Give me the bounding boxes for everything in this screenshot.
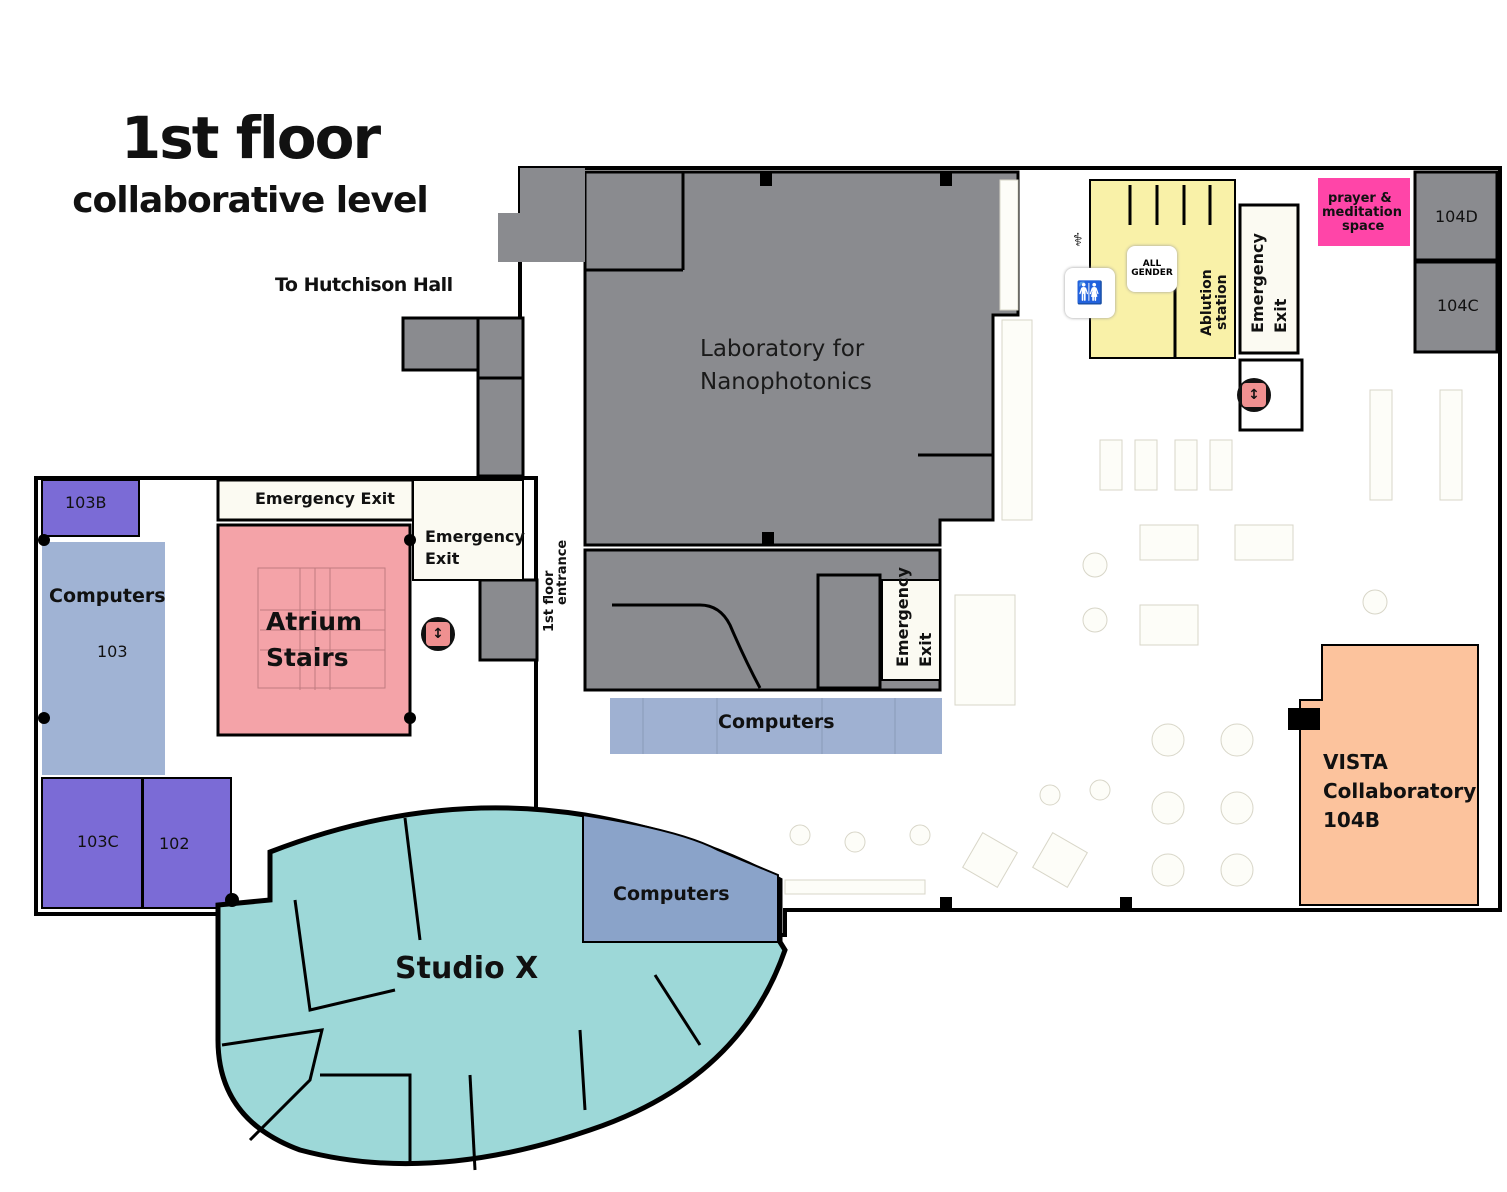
restroom-icon: 🚻 bbox=[1065, 268, 1115, 318]
emergency-exit-stair-left-l1: Emergency bbox=[425, 527, 525, 546]
room-103: 103 bbox=[97, 642, 128, 661]
prayer-room bbox=[1318, 178, 1410, 246]
studio-x-label: Studio X bbox=[395, 951, 539, 986]
first-floor-entrance-l2: entrance bbox=[555, 539, 570, 605]
prayer-l2: meditation bbox=[1322, 205, 1402, 220]
prayer-l1: prayer & bbox=[1328, 191, 1392, 206]
emergency-exit-stair-left-l2: Exit bbox=[425, 549, 460, 568]
lab-name-line1: Laboratory for bbox=[700, 336, 865, 362]
vista-l3: 104B bbox=[1323, 808, 1380, 832]
studio-computers bbox=[582, 813, 779, 943]
all-gender-l1: ALL bbox=[1142, 259, 1162, 269]
room-103-name: Computers bbox=[49, 585, 166, 607]
computers-studio-label: Computers bbox=[613, 883, 730, 905]
emergency-exit-mid-l1: Emergency bbox=[893, 567, 912, 667]
atrium-stairs-l2: Stairs bbox=[266, 643, 349, 672]
computers-center-label: Computers bbox=[718, 711, 835, 733]
room-103b: 103B bbox=[65, 493, 107, 512]
ablution-l2: station bbox=[1214, 274, 1230, 330]
to-hutchison-hall-label[interactable]: To Hutchison Hall bbox=[275, 274, 453, 296]
page-title: 1st floor bbox=[120, 104, 381, 172]
all-gender-l2: GENDER bbox=[1131, 268, 1173, 278]
prayer-l3: space bbox=[1342, 219, 1385, 234]
ablution-l1: Ablution bbox=[1199, 269, 1215, 336]
room-102: 102 bbox=[159, 834, 190, 853]
stairwell-mid bbox=[881, 579, 941, 681]
room-104c: 104C bbox=[1437, 296, 1479, 315]
vista-l2: Collaboratory bbox=[1323, 779, 1477, 803]
emergency-exit-corridor-label: Emergency Exit bbox=[255, 489, 395, 508]
atrium-stairs-l1: Atrium bbox=[266, 607, 363, 636]
page-subtitle: collaborative level bbox=[72, 180, 429, 221]
elevator-icon: ↕ bbox=[421, 617, 455, 651]
vista-l1: VISTA bbox=[1323, 750, 1388, 774]
room-104d: 104D bbox=[1435, 207, 1478, 226]
elevator-icon: ↕ bbox=[1237, 378, 1271, 412]
all-gender-toilet-icon: ALL GENDER bbox=[1127, 246, 1177, 292]
emergency-exit-right-l1: Emergency bbox=[1248, 233, 1267, 333]
emergency-exit-mid-l2: Exit bbox=[916, 632, 935, 667]
room-103c: 103C bbox=[77, 832, 119, 851]
vista-collaboratory bbox=[1299, 644, 1479, 906]
emergency-exit-right-l2: Exit bbox=[1271, 298, 1290, 333]
computers-center-room bbox=[610, 698, 942, 754]
lab-name-line2: Nanophotonics bbox=[700, 369, 872, 395]
water-fountain-icon: ⚕ bbox=[1073, 230, 1083, 251]
